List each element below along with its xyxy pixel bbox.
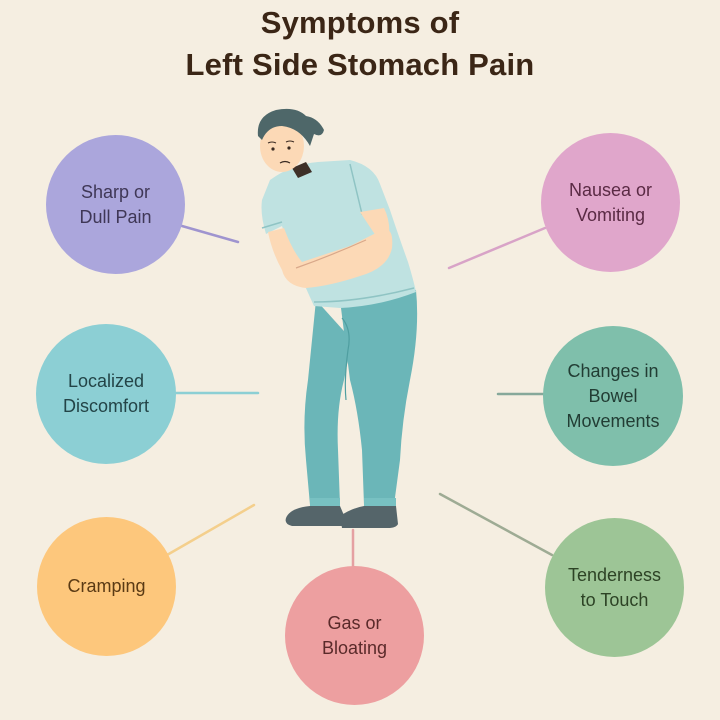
symptom-label: Gas or Bloating — [321, 612, 388, 658]
symptom-label: Changes in Bowel Movements — [566, 360, 660, 431]
symptom-nausea-or-vomiting: Nausea or Vomiting — [541, 133, 680, 272]
symptom-label: Localized Discomfort — [62, 371, 149, 416]
title-line-2: Left Side Stomach Pain — [185, 47, 535, 82]
symptom-label: Cramping — [67, 576, 146, 596]
symptom-label: Sharp or Dull Pain — [79, 181, 152, 227]
neck — [292, 162, 312, 178]
symptom-label: Tenderness to Touch — [567, 564, 662, 610]
person-figure — [257, 108, 418, 528]
symptom-label: Nausea or Vomiting — [568, 179, 653, 225]
symptom-sharp-or-dull-pain: Sharp or Dull Pain — [46, 135, 185, 274]
connector-nausea — [447, 226, 547, 270]
title-line-1: Symptoms of — [260, 5, 460, 40]
symptom-localized-discomfort: Localized Discomfort — [36, 324, 176, 464]
connector-tenderness — [438, 492, 554, 557]
arms — [268, 208, 393, 288]
shoes — [285, 506, 398, 528]
symptom-cramping: Cramping — [37, 517, 176, 656]
connector-sharp-pain — [180, 224, 240, 244]
head — [257, 108, 324, 172]
page-title: Symptoms of Left Side Stomach Pain — [0, 2, 720, 86]
pants — [304, 290, 418, 507]
connector-lines — [165, 224, 554, 568]
symptom-changes-in-bowel-movements: Changes in Bowel Movements — [543, 326, 683, 466]
symptom-tenderness-to-touch: Tenderness to Touch — [545, 518, 684, 657]
symptom-gas-or-bloating: Gas or Bloating — [285, 566, 424, 705]
connector-cramping — [165, 503, 256, 557]
